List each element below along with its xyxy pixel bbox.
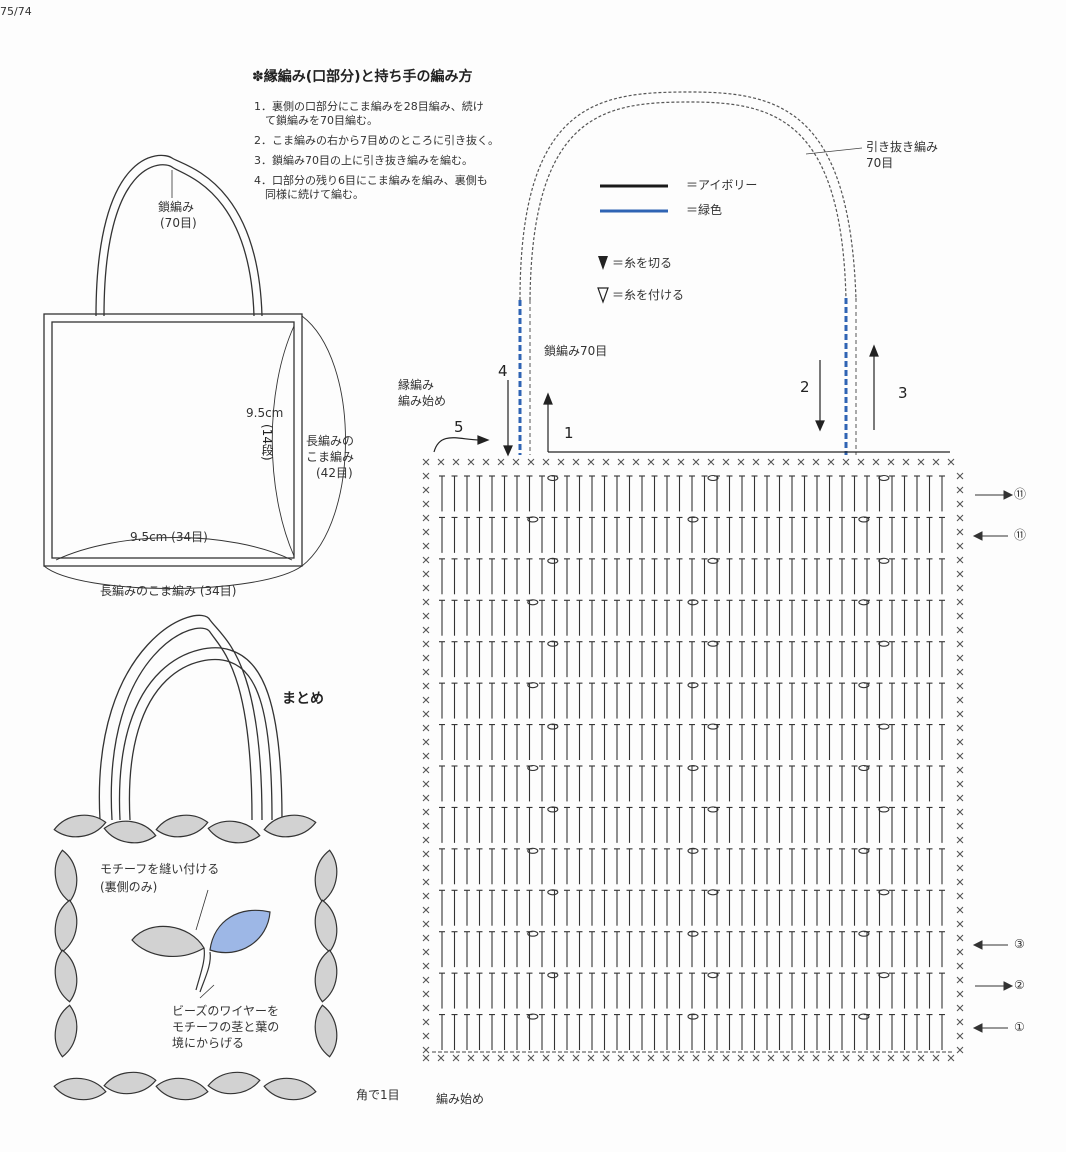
legend-green: ＝緑色 xyxy=(686,203,723,217)
bottom-label: 長編みのこま編み (34目) xyxy=(100,584,237,598)
handle-chain-arc xyxy=(519,91,857,301)
instruction-step: 3．鎖編み70目の上に引き抜き編みを編む。 xyxy=(254,154,473,167)
legend-cut: ＝糸を切る xyxy=(612,256,673,270)
instruction-step: 1．裏側の口部分にこま編みを28目編み、続け xyxy=(254,100,484,113)
side-count: (42目) xyxy=(316,466,353,480)
instructions-steps: 1．裏側の口部分にこま編みを28目編み、続け て鎖編みを70目編む。 2．こま編… xyxy=(254,100,499,202)
begin-note: 編み始め xyxy=(436,1092,485,1106)
finished-bag xyxy=(98,614,283,821)
row-marker-arrows xyxy=(972,490,1014,1033)
side-label-2: こま編み xyxy=(306,450,355,464)
handle-slip-label: 引き抜き編み xyxy=(866,140,939,154)
height-rows: (14段) xyxy=(260,424,274,461)
handle-chains xyxy=(518,298,857,455)
height-label: 9.5cm xyxy=(246,406,284,420)
instruction-step: 同様に続けて編む。 xyxy=(254,188,364,201)
leaf-border xyxy=(53,814,338,1101)
instruction-step: 4．口部分の残り6目にこま編みを編み、裏側も xyxy=(254,174,488,187)
row-marker-11a: ⑪ xyxy=(1014,487,1027,501)
row-marker-1: ① xyxy=(1014,1020,1025,1034)
instruction-step: て鎖編みを70目編む。 xyxy=(254,114,378,127)
stitch-chart xyxy=(422,458,964,1062)
handle-chain-label: 鎖編み70目 xyxy=(544,344,608,358)
legend-ivory: ＝アイボリー xyxy=(686,178,758,192)
handle-slip-count: 70目 xyxy=(866,156,894,170)
wire-note-2: モチーフの茎と葉の xyxy=(172,1020,280,1034)
page-number: 75/74 xyxy=(0,5,32,18)
finish-title: まとめ xyxy=(282,691,324,707)
wire-note-1: ビーズのワイヤーを xyxy=(172,1004,280,1018)
row-marker-11b: ⑪ xyxy=(1014,528,1027,542)
side-label-1: 長編みの xyxy=(306,434,355,448)
bag-outline xyxy=(43,154,346,589)
legend-attach: ＝糸を付ける xyxy=(612,288,685,302)
row-marker-3: ③ xyxy=(1014,937,1025,951)
attach-yarn-icon xyxy=(597,287,609,304)
direction-arrows xyxy=(433,344,950,457)
wire-note-3: 境にからげる xyxy=(172,1036,245,1050)
handle-label: 鎖編み xyxy=(158,200,195,214)
motif-note-2: (裏側のみ) xyxy=(100,880,158,894)
instruction-step: 2．こま編みの右から7目めのところに引き抜く。 xyxy=(254,134,499,147)
arrow-label-4: 4 xyxy=(498,362,508,380)
start-note-1: 縁編み xyxy=(398,378,435,392)
handle-count: (70目) xyxy=(160,216,197,230)
arrow-label-5: 5 xyxy=(454,418,464,436)
motif-note-1: モチーフを縫い付ける xyxy=(100,862,220,876)
cut-yarn-icon xyxy=(598,256,608,270)
arrow-label-2: 2 xyxy=(800,378,810,396)
row-marker-2: ② xyxy=(1014,978,1025,992)
handle-label-leader xyxy=(805,147,863,155)
corner-note: 角で1目 xyxy=(356,1088,400,1102)
arrow-label-1: 1 xyxy=(564,424,574,442)
instructions-title: ✽縁編み(口部分)と持ち手の編み方 xyxy=(252,69,473,85)
start-note-2: 編み始め xyxy=(398,394,447,408)
arrow-label-3: 3 xyxy=(898,384,908,402)
leaf-motif xyxy=(131,889,271,999)
width-label: 9.5cm (34目) xyxy=(130,530,208,544)
